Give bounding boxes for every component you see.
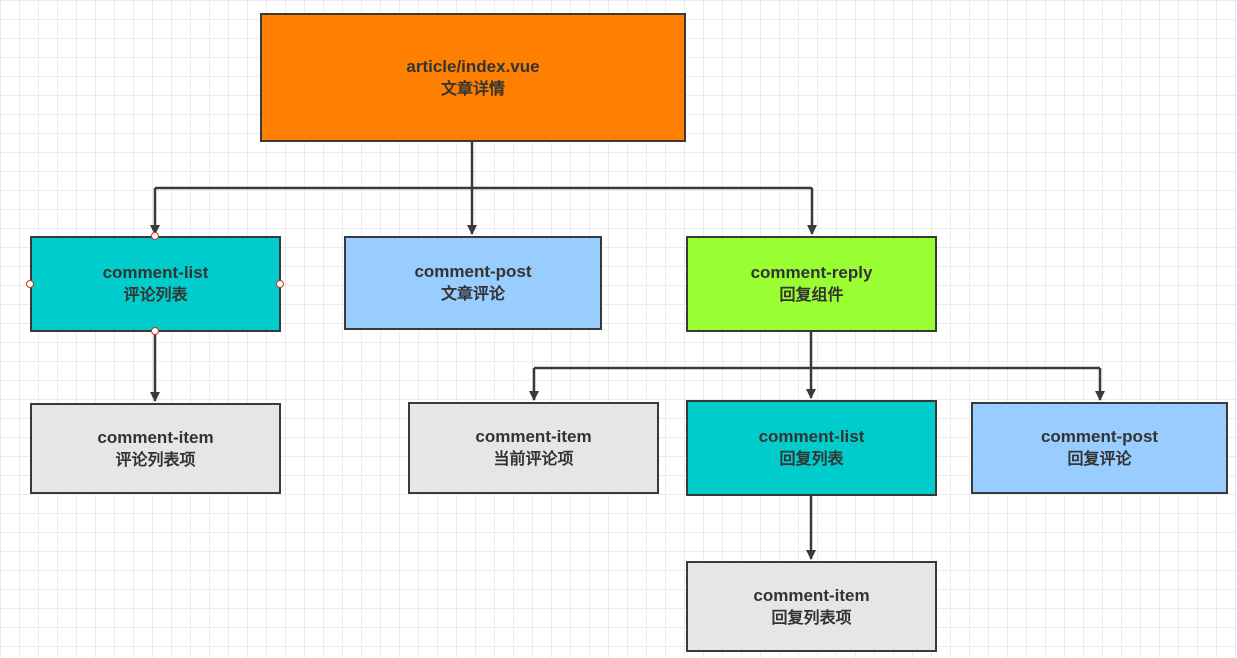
node-comment-list[interactable]: comment-list 评论列表 [30, 236, 281, 332]
node-reply-comment-post-desc: 回复评论 [1067, 449, 1132, 468]
selection-handle-right[interactable] [276, 280, 284, 288]
selection-handle-top[interactable] [151, 232, 159, 240]
node-reply-current-item-desc: 当前评论项 [493, 449, 574, 468]
node-reply-current-item[interactable]: comment-item 当前评论项 [408, 402, 659, 494]
node-reply-current-item-name: comment-item [475, 427, 592, 446]
node-reply-comment-item-desc: 回复列表项 [771, 607, 852, 627]
node-comment-post-desc: 文章评论 [440, 284, 505, 303]
node-comment-reply-name: comment-reply [750, 263, 873, 282]
node-comment-item-list-name: comment-item [97, 427, 214, 447]
node-article-desc: 文章详情 [440, 78, 505, 98]
node-comment-post-name: comment-post [414, 262, 532, 281]
node-reply-comment-item[interactable]: comment-item 回复列表项 [686, 561, 937, 652]
node-reply-comment-post-name: comment-post [1040, 427, 1159, 446]
node-comment-item-list-desc: 评论列表项 [115, 449, 196, 469]
node-reply-comment-list-desc: 回复列表 [779, 449, 844, 468]
node-comment-reply-desc: 回复组件 [779, 285, 844, 304]
node-article[interactable]: article/index.vue 文章详情 [260, 13, 686, 142]
node-reply-comment-post[interactable]: comment-post 回复评论 [971, 402, 1228, 494]
node-reply-comment-list[interactable]: comment-list 回复列表 [686, 400, 937, 496]
selection-handle-left[interactable] [26, 280, 34, 288]
node-comment-list-desc: 评论列表 [123, 285, 188, 304]
node-comment-reply[interactable]: comment-reply 回复组件 [686, 236, 937, 332]
node-comment-post[interactable]: comment-post 文章评论 [344, 236, 602, 330]
node-reply-comment-item-name: comment-item [753, 585, 870, 605]
selection-handle-bottom[interactable] [151, 327, 159, 335]
node-comment-item-list[interactable]: comment-item 评论列表项 [30, 403, 281, 494]
node-reply-comment-list-name: comment-list [758, 427, 865, 446]
node-article-name: article/index.vue [406, 56, 540, 76]
node-comment-list-name: comment-list [102, 263, 209, 282]
